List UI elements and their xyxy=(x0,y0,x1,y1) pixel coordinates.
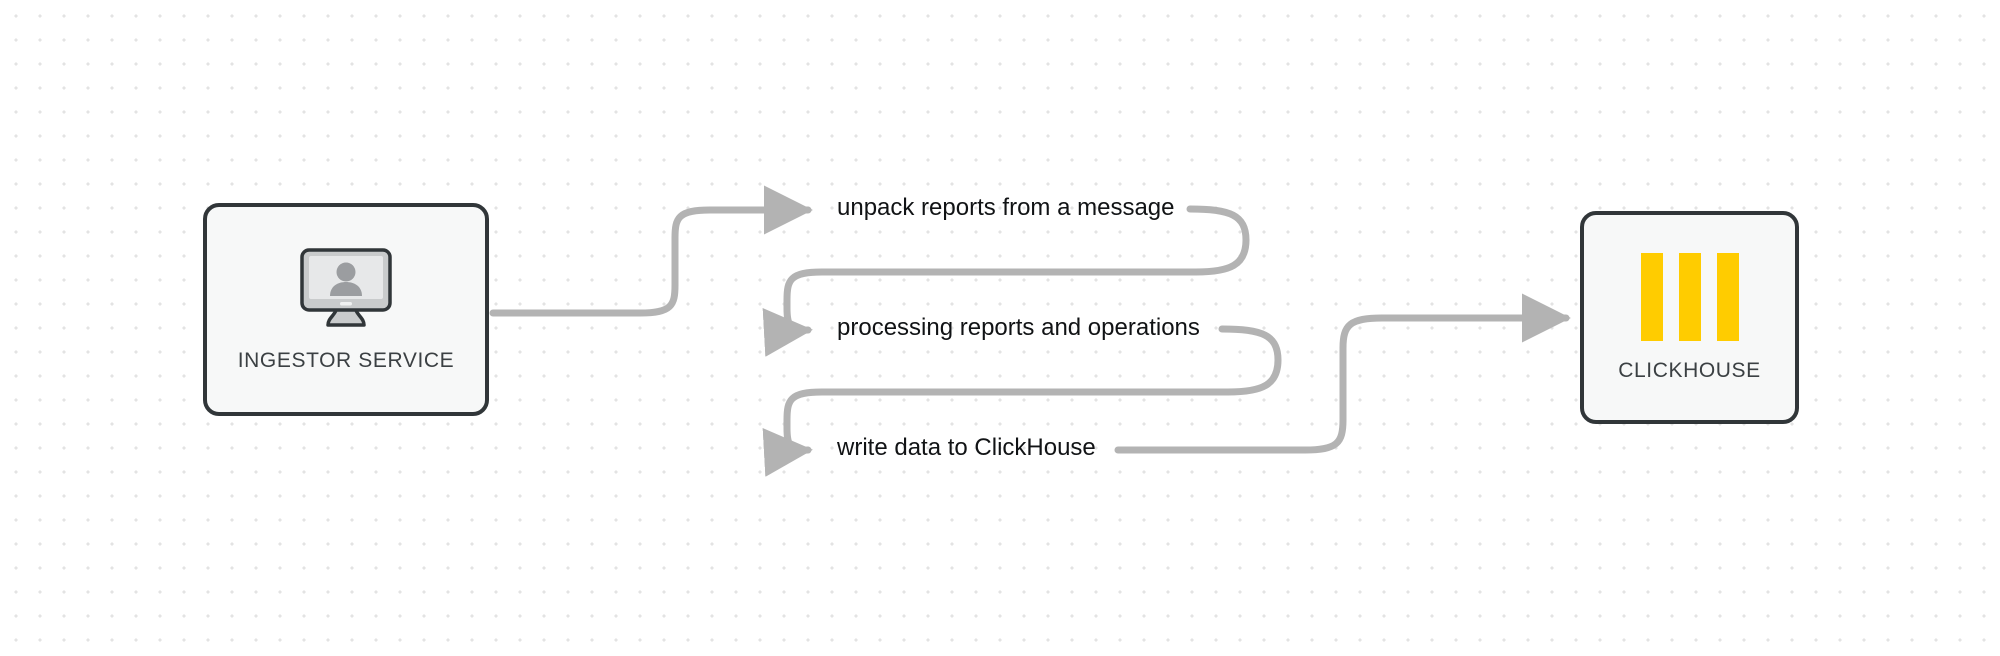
edge-label-unpack: unpack reports from a message xyxy=(837,194,1175,221)
edge-unpack-to-processing xyxy=(762,205,1250,357)
node-ingestor-service[interactable]: INGESTOR SERVICE xyxy=(203,203,489,416)
monitor-user-icon xyxy=(297,247,395,331)
edge-label-processing: processing reports and operations xyxy=(837,314,1200,341)
edge-processing-to-write xyxy=(762,325,1282,477)
node-ingestor-service-label: INGESTOR SERVICE xyxy=(237,348,455,372)
clickhouse-bar-1 xyxy=(1640,252,1663,341)
node-clickhouse-label: CLICKHOUSE xyxy=(1618,358,1761,382)
clickhouse-bar-2 xyxy=(1678,252,1701,341)
node-clickhouse[interactable]: CLICKHOUSE xyxy=(1580,211,1799,424)
edge-label-write: write data to ClickHouse xyxy=(837,434,1096,461)
clickhouse-bars-icon xyxy=(1640,252,1739,341)
edge-ingestor-to-unpack xyxy=(489,185,813,317)
clickhouse-bar-3 xyxy=(1716,252,1739,341)
